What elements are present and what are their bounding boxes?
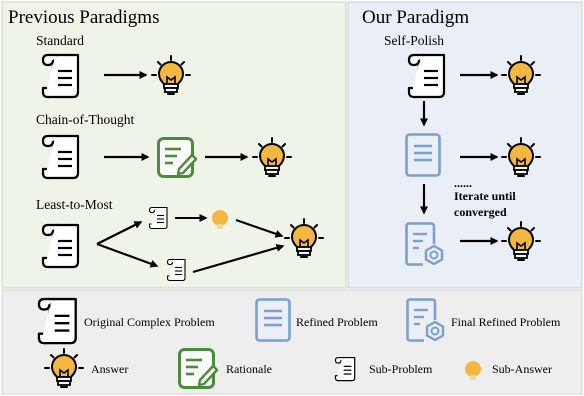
arrow [96, 242, 159, 268]
legend-label-refined: Refined Problem [296, 315, 378, 329]
arrow [192, 243, 285, 274]
legend-refined-icon [255, 298, 291, 342]
iterate-dots: ...... [454, 176, 472, 190]
row-label-standard: Standard [36, 33, 84, 48]
legend-panel-bg [1, 289, 583, 395]
iterate-label-line1: Iterate until [454, 189, 516, 203]
ours-panel-title: Our Paradigm [362, 7, 470, 28]
iterate-label-line2: converged [454, 205, 507, 219]
legend-label-answer: Answer [91, 362, 129, 376]
legend-label-original: Original Complex Problem [84, 315, 215, 329]
previous-panel-title: Previous Paradigms [8, 7, 160, 28]
row-label-selfpolish: Self-Polish [384, 33, 445, 48]
row-label-cot: Chain-of-Thought [36, 112, 135, 127]
arrow [235, 218, 284, 238]
legend-label-rationale: Rationale [226, 362, 272, 376]
legend-label-subproblem: Sub-Problem [369, 362, 433, 376]
legend-label-final: Final Refined Problem [451, 315, 561, 329]
legend-label-subanswer: Sub-Answer [492, 362, 552, 376]
arrow [96, 221, 143, 245]
row-label-ltm: Least-to-Most [36, 197, 113, 212]
rationale-icon [157, 137, 198, 178]
refined-problem-icon [405, 133, 441, 177]
legend-rationale-icon [178, 348, 219, 389]
